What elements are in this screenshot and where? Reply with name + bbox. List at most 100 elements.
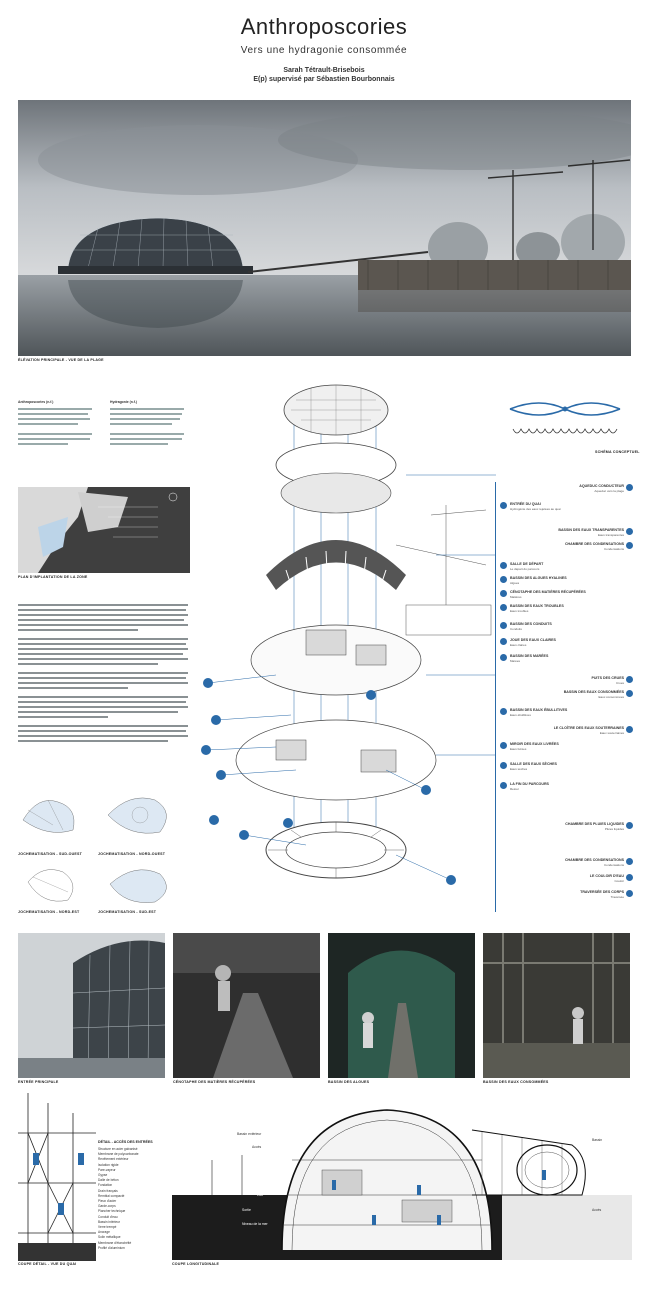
- legend-note: Le départ du parcours: [510, 567, 540, 571]
- legend-right-item: CHAMBRE DES CONDENSATIONS Condensations: [496, 858, 633, 868]
- legend-marker: [500, 562, 507, 569]
- legend-title: BASSIN DES EAUX TRANSPARENTES: [558, 528, 624, 532]
- sketch-northeast: [18, 862, 88, 907]
- legend-title: SALLE DE DÉPART: [510, 562, 544, 566]
- detail-section-caption: COUPE DÉTAIL - VUE DU QUAI: [18, 1262, 77, 1266]
- legend-right-item: LE CLOÎTRE DES EAUX SOUTERRAINES Eaux so…: [496, 726, 633, 736]
- hero-illustration: [18, 100, 631, 356]
- legend-note: Marées: [510, 659, 521, 663]
- hero-caption: ÉLÉVATION PRINCIPALE - VUE DE LA PLAGE: [18, 358, 104, 362]
- sketch-drawing: [22, 799, 75, 833]
- longitudinal-section: Bassin extérieur Accès Eau Sortie Niveau…: [172, 1100, 632, 1260]
- render-consumed-water: [483, 933, 630, 1078]
- legend-title: BASSIN DES EAUX TROUBLES: [510, 604, 564, 608]
- legend-marker: [626, 858, 633, 865]
- legend-note: Retour: [510, 787, 520, 791]
- note-item: Remblai compacté: [98, 1193, 125, 1198]
- legend-note: Hydrogénie des eaux rejetées au quai: [510, 507, 561, 511]
- note-item: Pieux d'acier: [98, 1199, 117, 1204]
- hero-render: [18, 100, 631, 356]
- note-item: Conduit d'eau: [98, 1214, 118, 1219]
- legend-title: BASSIN DES MARÉES: [510, 654, 549, 658]
- legend-marker: [626, 676, 633, 683]
- legend-title: LE CLOÎTRE DES EAUX SOUTERRAINES: [553, 726, 624, 730]
- legend-column: AQUEDUC CONDUCTEUR Aqueduc vers la plage…: [495, 482, 633, 912]
- render-consumed-water-caption: BASSIN DES EAUX CONSOMMÉES: [483, 1080, 549, 1084]
- legend-note: Conduits: [510, 627, 522, 631]
- legend-title: LE COULOIR D'EAU: [589, 874, 624, 878]
- note-item: Isolation rigide: [98, 1162, 119, 1167]
- note-item: Solin métallique: [98, 1235, 121, 1240]
- legend-note: Condensations: [603, 863, 624, 867]
- legend-title: AQUEDUC CONDUCTEUR: [579, 484, 624, 488]
- legend-left-item: BASSIN DES MARÉES Marées: [500, 654, 628, 664]
- legend-marker: [626, 726, 633, 733]
- essay-text: [18, 604, 190, 779]
- legend-title: MIROIR DES EAUX LIVRÉES: [510, 742, 559, 746]
- render-consumed-water-image: [483, 933, 630, 1078]
- site-plan-caption: PLAN D'IMPLANTATION DE LA ZONE: [18, 575, 88, 579]
- legend-note: Eaux ébullitives: [510, 713, 531, 717]
- legend-marker: [626, 484, 633, 491]
- legend-left-item: SALLE DE DÉPART Le départ du parcours: [500, 562, 628, 572]
- legend-marker: [500, 708, 507, 715]
- legend-right-item: AQUEDUC CONDUCTEUR Aqueduc vers la plage: [496, 484, 633, 494]
- author-name: Sarah Tétrault-Brisebois: [283, 67, 365, 74]
- essay-text-lines: [18, 604, 188, 742]
- sketch-southwest-caption: JOCHEMATISATION - SUD-OUEST: [18, 852, 82, 856]
- legend-note: Pluies liquides: [604, 827, 624, 831]
- legend-note: Eaux troubles: [510, 609, 529, 613]
- legend-right-item: PUITS DES CRUES Crues: [496, 676, 633, 686]
- legend-note: Traversée: [610, 895, 624, 899]
- section-label: Accès: [592, 1208, 602, 1212]
- note-item: Dalle de béton: [98, 1178, 119, 1183]
- legend-note: Eaux consommées: [598, 695, 624, 699]
- legend-marker: [500, 742, 507, 749]
- legend-title: CHAMBRE DES CONDENSATIONS: [564, 542, 624, 546]
- legend-note: Eaux souterraines: [599, 731, 624, 735]
- note-item: Bassin intérieur: [98, 1219, 120, 1224]
- legend-left-item: BASSIN DES EAUX ÉBULLITIVES Eaux ébullit…: [500, 708, 628, 718]
- note-item: Garde-corps: [98, 1204, 116, 1209]
- legend-marker: [500, 654, 507, 661]
- legend-title: ENTRÉE DU QUAI: [510, 502, 541, 506]
- note-item: Profilé d'aluminium: [98, 1245, 125, 1250]
- legend-title: SALLE DES EAUX SÈCHES: [510, 762, 557, 766]
- section-label: Sortie: [242, 1208, 251, 1212]
- note-item: Pare-vapeur: [98, 1167, 116, 1172]
- concept-diagram-svg: [509, 402, 621, 434]
- legend-right-item: CHAMBRE DES PLUIES LIQUIDES Pluies liqui…: [496, 822, 633, 832]
- page-subtitle: Vers une hydragonie consommée: [240, 45, 408, 56]
- section-label: Niveau de la mer: [242, 1222, 268, 1226]
- legend-marker: [500, 604, 507, 611]
- legend-note: Crues: [615, 681, 624, 685]
- page-title: Anthroposcories: [240, 14, 408, 39]
- legend-right-item: BASSIN DES EAUX TRANSPARENTES Eaux trans…: [496, 528, 633, 538]
- render-entrance-caption: ENTRÉE PRINCIPALE: [18, 1080, 59, 1084]
- definition-right-heading: Hydragonie (n.f.): [110, 400, 137, 404]
- legend-note: Eaux livrées: [510, 747, 527, 751]
- render-entrance: [18, 933, 165, 1078]
- legend-title: JOUE DES EAUX CLAIRES: [510, 638, 556, 642]
- note-item: Verre trempé: [98, 1225, 117, 1230]
- note-item: Membrane de polycarbonate: [98, 1152, 139, 1157]
- legend-marker: [500, 638, 507, 645]
- note-item: Membrane d'étanchéité: [98, 1240, 132, 1245]
- legend-left-item: SALLE DES EAUX SÈCHES Eaux sèches: [500, 762, 628, 772]
- sketch-northwest: [100, 790, 180, 840]
- legend-marker: [626, 874, 633, 881]
- note-item: Drain français: [98, 1188, 118, 1193]
- exploded-axonometric: [196, 375, 496, 895]
- note-item: Structure en acier galvanisé: [98, 1147, 138, 1151]
- legend-note: Eaux claires: [510, 643, 527, 647]
- legend-marker: [500, 782, 507, 789]
- sketch-southeast-caption: JOCHEMATISATION - SUD-EST: [98, 910, 157, 914]
- sketch-northwest-caption: JOCHEMATISATION - NORD-OUEST: [98, 852, 166, 856]
- legend-left-item: BASSIN DES EAUX TROUBLES Eaux troubles: [500, 604, 628, 614]
- sketch-southwest: [18, 790, 88, 840]
- legend-right-item: CHAMBRE DES CONDENSATIONS Condensations: [496, 542, 633, 552]
- concept-diagram: [505, 397, 627, 452]
- note-item: Gypse: [98, 1173, 108, 1178]
- sketch-northeast-caption: JOCHEMATISATION - NORD-EST: [18, 910, 80, 914]
- definition-left-heading: Anthroposcories (n.f.): [18, 400, 54, 404]
